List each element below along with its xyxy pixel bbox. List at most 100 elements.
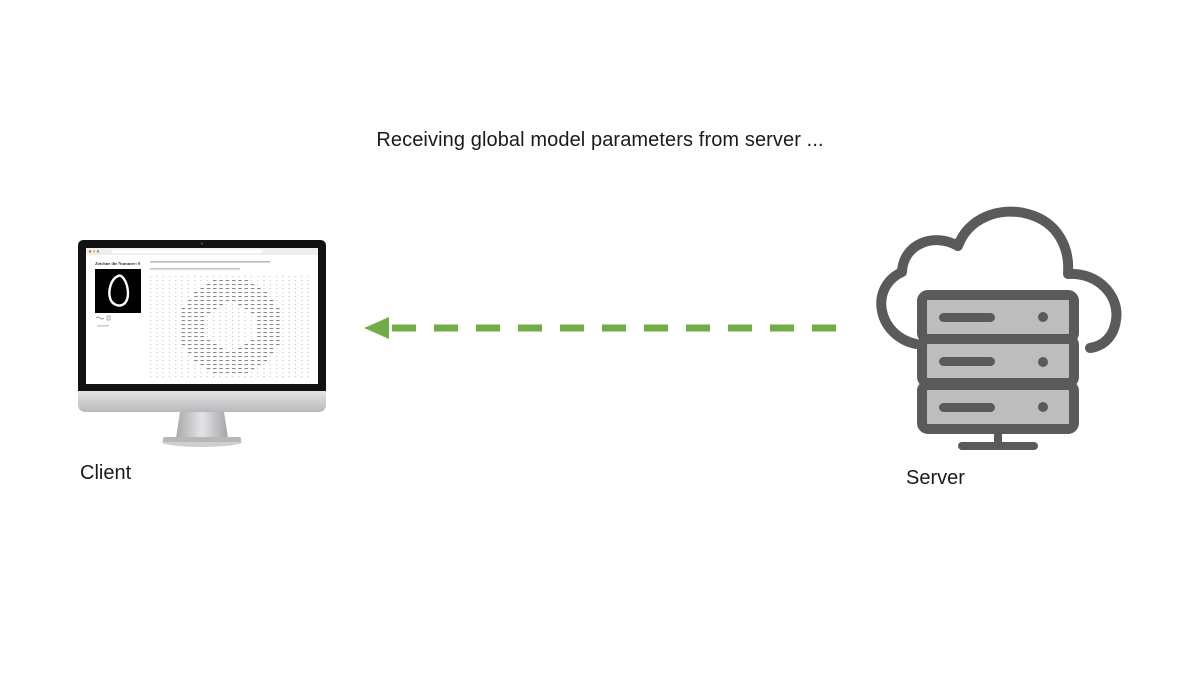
matrix-cell	[225, 292, 230, 294]
matrix-cell	[301, 332, 303, 334]
matrix-cell	[294, 356, 297, 358]
matrix-cell	[168, 328, 171, 330]
matrix-cell	[206, 340, 211, 342]
matrix-cell	[200, 340, 204, 342]
matrix-cell	[213, 296, 217, 298]
matrix-cell	[150, 296, 152, 298]
matrix-cell	[194, 292, 198, 294]
matrix-cell	[200, 352, 204, 354]
matrix-cell	[200, 288, 204, 290]
matrix-cell	[250, 332, 252, 334]
matrix-cell	[282, 344, 284, 346]
matrix-cell	[156, 328, 158, 330]
matrix-cell	[282, 304, 284, 306]
cloud-server-icon	[876, 206, 1122, 450]
matrix-cell	[181, 308, 186, 310]
matrix-cell	[219, 328, 221, 330]
matrix-cell	[213, 324, 215, 326]
matrix-cell	[269, 320, 274, 322]
matrix-cell	[244, 308, 249, 310]
matrix-cell	[301, 308, 303, 310]
matrix-cell	[168, 340, 171, 342]
matrix-cell	[225, 364, 230, 366]
matrix-cell	[238, 312, 240, 314]
matrix-cell	[200, 300, 204, 302]
matrix-cell	[206, 372, 208, 374]
matrix-cell	[181, 276, 183, 278]
matrix-cell	[219, 288, 223, 290]
matrix-cell	[156, 360, 158, 362]
matrix-cell	[238, 332, 240, 334]
matrix-cell	[194, 332, 198, 334]
matrix-cell	[200, 296, 204, 298]
matrix-cell	[213, 372, 217, 374]
matrix-cell	[244, 348, 249, 350]
matrix-cell	[231, 364, 236, 366]
matrix-cell	[288, 320, 290, 322]
matrix-cell	[162, 344, 164, 346]
matrix-cell	[231, 344, 234, 346]
matrix-cell	[238, 376, 240, 378]
matrix-cell	[263, 356, 267, 358]
matrix-cell	[213, 320, 215, 322]
matrix-cell	[181, 312, 186, 314]
screen-digit-zero	[108, 274, 130, 307]
matrix-cell	[263, 332, 267, 334]
matrix-cell	[269, 372, 271, 374]
matrix-cell	[257, 296, 261, 298]
matrix-cell	[206, 324, 208, 326]
matrix-cell	[175, 376, 177, 378]
matrix-cell	[231, 340, 234, 342]
server-unit-bottom	[917, 380, 1079, 434]
matrix-cell	[194, 276, 196, 278]
matrix-cell	[150, 292, 152, 294]
matrix-cell	[181, 364, 183, 366]
matrix-cell	[213, 312, 215, 314]
matrix-cell	[263, 340, 267, 342]
matrix-cell	[307, 344, 309, 346]
matrix-cell	[162, 360, 164, 362]
matrix-cell	[156, 284, 158, 286]
matrix-cell	[200, 368, 202, 370]
matrix-cell	[150, 332, 152, 334]
matrix-cell	[263, 288, 265, 290]
matrix-cell	[206, 336, 208, 338]
matrix-cell	[250, 336, 252, 338]
matrix-cell	[175, 340, 177, 342]
matrix-cell	[282, 316, 284, 318]
matrix-cell	[187, 288, 189, 290]
matrix-cell	[225, 368, 230, 370]
flow-arrow	[364, 317, 836, 339]
matrix-cell	[219, 352, 223, 354]
matrix-cell	[219, 324, 221, 326]
matrix-cell	[231, 356, 236, 358]
matrix-cell	[282, 356, 284, 358]
matrix-cell	[168, 280, 171, 282]
matrix-cell	[213, 328, 215, 330]
matrix-cell	[238, 348, 242, 350]
matrix-cell	[244, 368, 249, 370]
matrix-cell	[301, 312, 303, 314]
matrix-cell	[282, 328, 284, 330]
matrix-cell	[269, 344, 274, 346]
matrix-cell	[156, 300, 158, 302]
matrix-cell	[219, 316, 221, 318]
matrix-cell	[244, 352, 249, 354]
matrix-cell	[168, 296, 171, 298]
matrix-cell	[269, 364, 271, 366]
matrix-cell	[175, 352, 177, 354]
matrix-cell	[294, 340, 297, 342]
matrix-cell	[301, 324, 303, 326]
matrix-cell	[288, 292, 290, 294]
matrix-cell	[187, 352, 192, 354]
matrix-cell	[307, 356, 309, 358]
matrix-cell	[213, 344, 217, 346]
matrix-cell	[263, 280, 265, 282]
matrix-cell	[162, 336, 164, 338]
matrix-cell	[250, 292, 255, 294]
matrix-cell	[294, 336, 297, 338]
matrix-cell	[181, 320, 186, 322]
matrix-cell	[250, 308, 255, 310]
matrix-cell	[156, 332, 158, 334]
matrix-cell	[231, 308, 234, 310]
